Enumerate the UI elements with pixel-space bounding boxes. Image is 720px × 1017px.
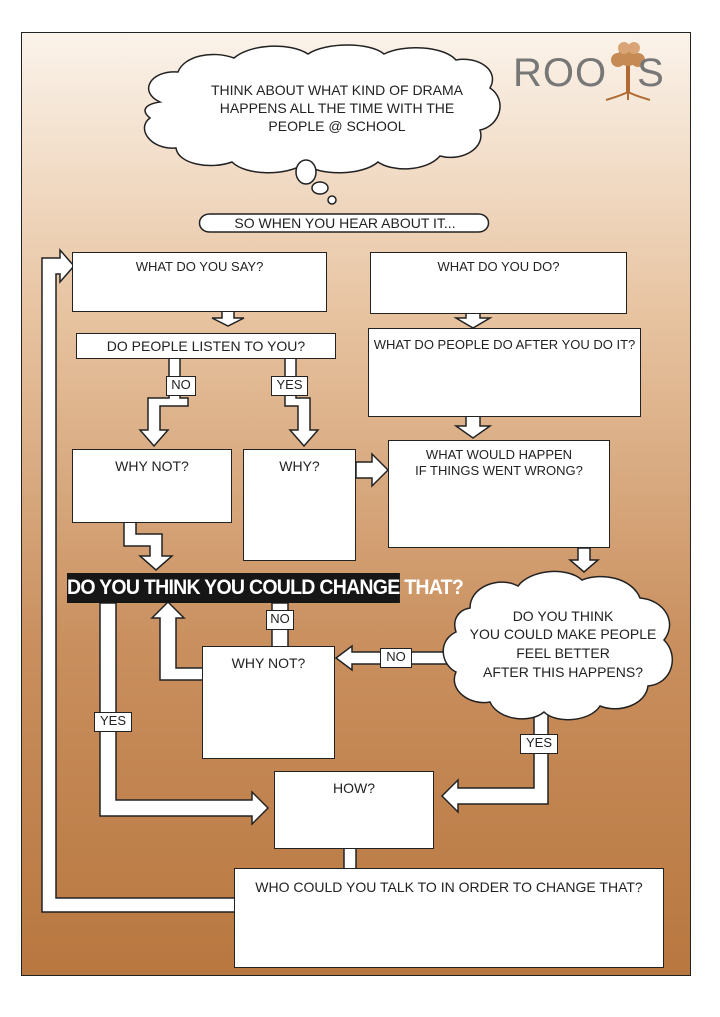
arrow-why-not-back-to-headline: [150, 600, 205, 681]
why-box: WHY?: [243, 449, 356, 561]
yes-tag-better: YES: [520, 734, 558, 754]
why-not-label-2: WHY NOT?: [231, 655, 306, 671]
how-box: HOW?: [274, 771, 434, 849]
how-label: HOW?: [333, 780, 375, 796]
do-label: WHAT DO YOU DO?: [437, 259, 560, 274]
why-label: WHY?: [279, 458, 320, 474]
decision-line-4: AFTER THIS HAPPENS?: [482, 664, 643, 680]
decision-line-1: DO YOU THINK: [512, 608, 614, 624]
talk-box: WHO COULD YOU TALK TO IN ORDER TO CHANGE…: [234, 868, 664, 968]
thought-bubble-small: [327, 195, 337, 205]
thought-cloud-shape: [143, 44, 501, 174]
wrong-label-2: IF THINGS WENT WRONG?: [415, 463, 583, 478]
logo-text-right: S: [637, 51, 665, 95]
arrow-yes-to-why: [284, 357, 320, 448]
thought-line-3: PEOPLE @ SCHOOL: [268, 118, 406, 134]
arrow-why-not-to-headline: [123, 521, 174, 571]
arrow-no-to-why-not: [138, 357, 189, 448]
no-tag-listen: NO: [166, 376, 196, 396]
talk-label: WHO COULD YOU TALK TO IN ORDER TO CHANGE…: [255, 879, 643, 895]
arrow-why-to-wrong: [355, 452, 390, 488]
decision-line-3: FEEL BETTER: [516, 645, 610, 661]
yes-tag-listen: YES: [271, 376, 308, 396]
why-not-box-2: WHY NOT?: [202, 646, 335, 759]
do-box: WHAT DO YOU DO?: [370, 252, 627, 314]
arrow-decision-yes-to-how: [440, 707, 549, 814]
thought-line-2: HAPPENS ALL THE TIME WITH THE: [219, 100, 455, 116]
after-box: WHAT DO PEOPLE DO AFTER YOU DO IT?: [368, 328, 641, 417]
arrow-headline-yes-to-how: [99, 602, 270, 826]
connector-how-to-talk: [343, 845, 357, 871]
why-not-label-1: WHY NOT?: [115, 458, 189, 474]
arrow-loop-back-to-say: [41, 248, 237, 913]
logo: ROO S: [513, 50, 665, 96]
no-tag-better: NO: [380, 648, 412, 668]
say-box: WHAT DO YOU SAY?: [72, 252, 327, 312]
say-label: WHAT DO YOU SAY?: [135, 259, 264, 274]
listen-label: DO PEOPLE LISTEN TO YOU?: [106, 338, 306, 354]
thought-bubble-medium: [311, 181, 329, 195]
logo-text-left: ROO: [513, 51, 608, 95]
no-tag-change: NO: [266, 610, 294, 630]
thought-bubble-large: [295, 159, 317, 185]
headline-banner: DO YOU THINK YOU COULD CHANGE THAT?: [67, 573, 464, 603]
arrow-do-to-after: [453, 312, 493, 329]
why-not-box-1: WHY NOT?: [72, 449, 232, 523]
arrow-say-to-listen: [211, 310, 245, 327]
decision-cloud-shape: [442, 570, 674, 721]
wrong-box: WHAT WOULD HAPPEN IF THINGS WENT WRONG?: [388, 440, 610, 548]
prompt-shape: [198, 213, 490, 233]
decision-line-2: YOU COULD MAKE PEOPLE: [469, 626, 657, 642]
wrong-label-1: WHAT WOULD HAPPEN: [425, 447, 573, 462]
prompt-text: SO WHEN YOU HEAR ABOUT IT...: [234, 215, 456, 231]
listen-box: DO PEOPLE LISTEN TO YOU?: [76, 333, 336, 359]
arrow-after-to-wrong: [453, 415, 493, 439]
arrow-wrong-to-decision: [567, 547, 601, 573]
yes-tag-change: YES: [94, 712, 132, 732]
tree-icon: [605, 42, 651, 101]
thought-line-1: THINK ABOUT WHAT KIND OF DRAMA: [210, 82, 464, 98]
after-label: WHAT DO PEOPLE DO AFTER YOU DO IT?: [373, 337, 636, 352]
